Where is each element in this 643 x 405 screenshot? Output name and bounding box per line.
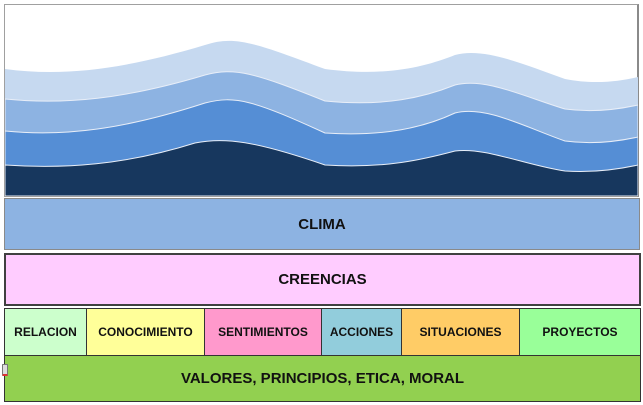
valores-band: VALORES, PRINCIPIOS, ETICA, MORAL bbox=[4, 355, 641, 402]
valores-label: VALORES, PRINCIPIOS, ETICA, MORAL bbox=[180, 370, 465, 387]
cell-label: RELACION bbox=[14, 325, 77, 339]
creencias-label: CREENCIAS bbox=[278, 271, 367, 288]
cell-label: PROYECTOS bbox=[542, 325, 618, 339]
cell-label: SITUACIONES bbox=[419, 325, 502, 339]
cell-label: CONOCIMIENTO bbox=[98, 325, 193, 339]
clima-band: CLIMA bbox=[4, 198, 640, 250]
cell-label: SENTIMIENTOS bbox=[218, 325, 308, 339]
clima-label: CLIMA bbox=[298, 215, 346, 233]
creencias-band: CREENCIAS bbox=[4, 253, 641, 306]
wave-layer-dark bbox=[5, 140, 638, 196]
cell-sentimientos: SENTIMIENTOS bbox=[204, 308, 322, 356]
cell-relacion: RELACION bbox=[4, 308, 87, 356]
resize-handle-icon[interactable] bbox=[2, 364, 8, 376]
wave-layers-graphic bbox=[5, 40, 638, 196]
cell-label: ACCIONES bbox=[329, 325, 394, 339]
wave-illustration bbox=[4, 4, 639, 197]
cell-conocimiento: CONOCIMIENTO bbox=[86, 308, 205, 356]
cell-situaciones: SITUACIONES bbox=[401, 308, 520, 356]
cell-proyectos: PROYECTOS bbox=[519, 308, 641, 356]
cell-acciones: ACCIONES bbox=[321, 308, 402, 356]
